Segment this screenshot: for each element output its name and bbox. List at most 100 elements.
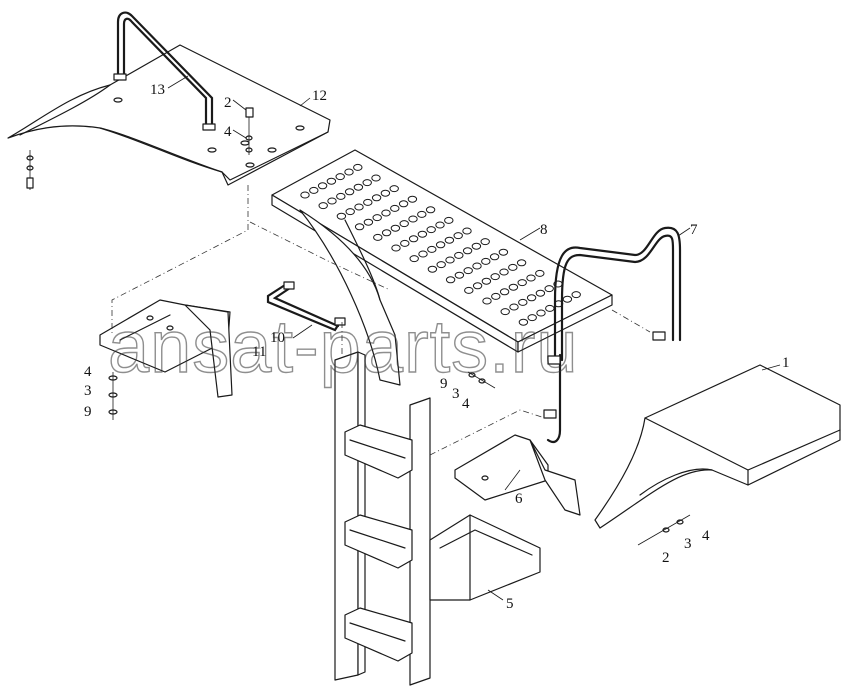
platform-stud: [445, 276, 456, 284]
platform-stud: [417, 210, 427, 218]
callout-12: 12: [312, 88, 327, 104]
platform-stud: [435, 241, 446, 249]
platform-stud-pattern: [300, 163, 581, 326]
platform-stud: [381, 229, 392, 237]
platform-stud: [471, 242, 482, 250]
platform-stud: [445, 256, 455, 264]
callout-8: 8: [540, 222, 548, 238]
callout-4-left: 4: [84, 364, 92, 380]
platform-stud: [498, 248, 509, 256]
platform-stud: [354, 223, 365, 231]
platform-stud: [535, 269, 545, 277]
platform-stud: [427, 265, 438, 273]
platform-stud: [345, 208, 355, 216]
callout-labels: 13 12 2 4 8 7 10 11 4 3 9 9 3 4 1 6 5 2 …: [84, 82, 790, 612]
platform-stud: [482, 297, 492, 305]
platform-stud: [381, 209, 391, 217]
platform-stud: [344, 188, 355, 196]
platform-stud: [444, 216, 454, 224]
platform-stud: [317, 182, 328, 190]
callout-10: 10: [270, 330, 285, 346]
platform-stud: [535, 289, 546, 297]
platform-stud: [425, 206, 436, 214]
platform-stud: [418, 250, 428, 258]
platform-stud: [326, 177, 337, 185]
platform-stud: [508, 283, 519, 291]
platform-stud: [427, 245, 437, 253]
platform-stud: [517, 279, 527, 287]
platform-stud: [408, 215, 418, 223]
callout-3-left: 3: [84, 383, 92, 399]
callout-3-right: 3: [684, 536, 692, 552]
callout-3-center: 3: [452, 386, 460, 402]
callout-7: 7: [690, 222, 698, 238]
bracket-part-6: [454, 434, 581, 516]
handle-part-10: [266, 281, 346, 332]
platform-stud: [472, 282, 483, 290]
platform-stud: [344, 168, 354, 176]
platform-stud: [444, 236, 455, 244]
platform-stud: [309, 186, 319, 194]
bolt-stack-center: [467, 371, 496, 389]
watermark: ansat-parts.ru: [108, 305, 579, 388]
callout-1: 1: [782, 355, 790, 371]
platform-stud: [481, 257, 491, 265]
platform-stud: [453, 232, 463, 240]
callout-4-top: 4: [224, 124, 232, 140]
callout-4-center: 4: [462, 396, 470, 412]
platform-stud: [509, 303, 519, 311]
platform-stud: [363, 198, 373, 206]
platform-stud: [373, 233, 383, 241]
callout-13: 13: [150, 82, 165, 98]
callout-11: 11: [252, 344, 266, 360]
platform-stud: [436, 261, 446, 269]
bolt-stack-left: [26, 150, 34, 190]
platform-stud: [371, 174, 381, 182]
platform-stud: [390, 224, 401, 232]
platform-stud: [327, 197, 337, 205]
platform-stud: [407, 195, 418, 203]
platform-stud: [500, 308, 510, 316]
platform-stud: [562, 295, 573, 303]
platform-stud: [518, 298, 528, 306]
platform-stud: [363, 218, 374, 226]
callout-9-center: 9: [440, 376, 448, 392]
platform-stud: [399, 220, 409, 228]
fender-part-1: [594, 364, 841, 529]
ladder-part-5: [334, 351, 541, 686]
platform-stud: [417, 230, 428, 238]
platform-stud: [300, 191, 310, 199]
fastener-stack-11: [108, 372, 118, 420]
platform-stud: [499, 288, 510, 296]
platform-stud: [472, 262, 482, 270]
fender-part-12: [7, 44, 331, 186]
platform-stud: [499, 268, 509, 276]
platform-stud: [491, 292, 501, 300]
handrail-part-7: [543, 226, 682, 444]
platform-stud: [464, 286, 474, 294]
platform-stud: [508, 263, 518, 271]
platform-stud: [536, 309, 546, 317]
platform-stud: [518, 318, 529, 326]
platform-stud: [354, 203, 364, 211]
platform-stud: [462, 227, 472, 235]
assembly-lines: [111, 185, 651, 456]
callout-2-right: 2: [662, 550, 670, 566]
platform-stud: [353, 183, 364, 191]
platform-stud: [435, 221, 445, 229]
platform-stud: [390, 204, 400, 212]
platform-stud: [362, 179, 372, 187]
platform-stud: [571, 291, 581, 299]
platform-stud: [389, 185, 399, 193]
platform-stud: [527, 314, 537, 322]
platform-stud: [516, 259, 527, 267]
platform-stud: [400, 239, 410, 247]
handrail-part-13: [113, 11, 216, 131]
platform-stud: [426, 226, 436, 234]
platform-stud: [391, 244, 401, 252]
platform-stud: [463, 267, 473, 275]
platform-stud: [398, 200, 409, 208]
platform-stud: [353, 163, 363, 171]
platform-stud: [454, 271, 465, 279]
platform-stud: [489, 253, 500, 261]
